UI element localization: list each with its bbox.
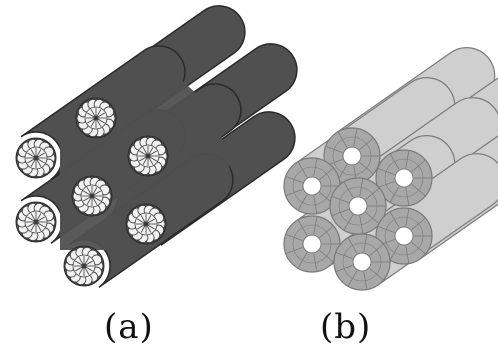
pore-a-7 bbox=[64, 246, 104, 286]
pore-a-3 bbox=[16, 138, 56, 178]
panel-b-hollow-tube-bundle bbox=[284, 48, 498, 290]
pore-a-6 bbox=[126, 204, 166, 244]
pore-a-4 bbox=[72, 176, 112, 216]
panel-a-solid-rod-bundle bbox=[16, 6, 297, 287]
panel-b-label: (b) bbox=[320, 310, 371, 344]
pore-a-2 bbox=[128, 136, 168, 176]
pore-a-5 bbox=[16, 202, 56, 242]
pore-a-1 bbox=[76, 98, 116, 138]
panel-a-label: (a) bbox=[104, 310, 154, 344]
tube-face-b-7 bbox=[334, 234, 390, 290]
tube-face-b-6 bbox=[284, 216, 340, 272]
